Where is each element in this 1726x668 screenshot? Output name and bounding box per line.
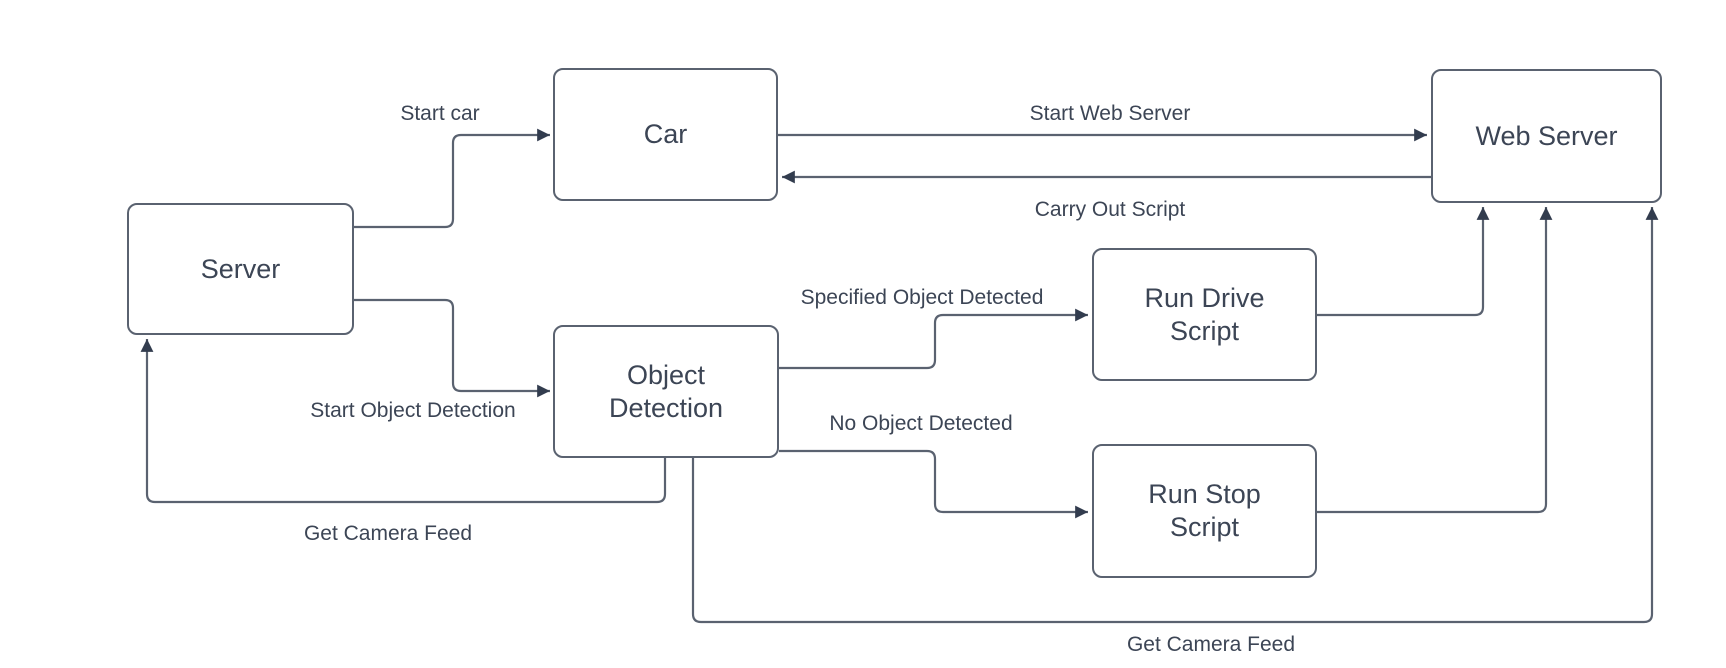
edge-label-specified-object-detected: Specified Object Detected — [800, 286, 1044, 309]
node-car: Car — [553, 68, 778, 201]
edge-object-detection-to-run-stop-script — [779, 449, 1088, 519]
edge-label-get-camera-feed-left: Get Camera Feed — [303, 522, 473, 545]
edge-object-detection-to-web-server-camera-feed — [691, 207, 1659, 624]
edge-label-start-object-detection: Start Object Detection — [310, 399, 516, 422]
edge-object-detection-to-server-camera-feed — [140, 339, 667, 504]
node-car-label: Car — [643, 119, 688, 150]
node-web-server-label: Web Server — [1475, 120, 1618, 151]
edge-label-get-camera-feed-bottom: Get Camera Feed — [1126, 633, 1296, 656]
edge-run-stop-script-to-web-server — [1317, 207, 1553, 514]
node-server: Server — [127, 203, 354, 335]
node-run-stop-script: Run Stop Script — [1092, 444, 1317, 578]
edge-label-no-object-detected: No Object Detected — [829, 412, 1013, 435]
node-object-detection: Object Detection — [553, 325, 779, 458]
edge-run-drive-script-to-web-server — [1317, 207, 1490, 317]
node-run-stop-script-label: Run Stop Script — [1148, 479, 1261, 542]
node-server-label: Server — [200, 253, 281, 284]
edge-object-detection-to-run-drive-script — [779, 308, 1088, 370]
edge-label-carry-out-script: Carry Out Script — [1034, 198, 1186, 221]
edge-label-start-web-server: Start Web Server — [1029, 102, 1191, 125]
edge-server-to-car — [354, 128, 550, 229]
node-object-detection-label: Object Detection — [608, 359, 724, 423]
edge-label-start-car: Start car — [400, 102, 480, 125]
node-web-server: Web Server — [1431, 69, 1662, 203]
node-run-drive-script-label: Run Drive Script — [1144, 282, 1265, 346]
node-run-drive-script: Run Drive Script — [1092, 248, 1317, 381]
edge-server-to-object-detection — [354, 298, 550, 398]
